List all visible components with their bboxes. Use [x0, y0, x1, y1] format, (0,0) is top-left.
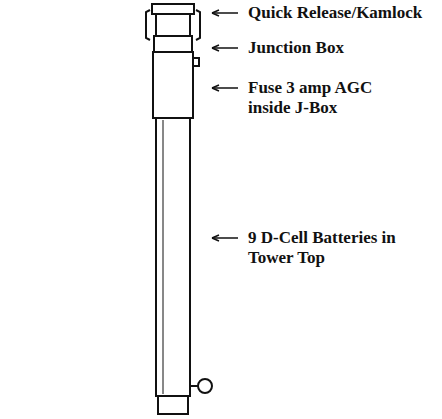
cam-lever-left [146, 10, 150, 40]
coupling-cap [152, 4, 194, 14]
part-label: Junction Box [248, 38, 344, 58]
clamp-knob [198, 379, 212, 393]
part-label: 9 D-Cell Batteries in Tower Top [248, 228, 408, 268]
coupling-collar [154, 36, 192, 52]
coupling-body [156, 14, 190, 36]
tower-foot [158, 396, 188, 414]
part-label: Fuse 3 amp AGC inside J-Box [248, 78, 398, 118]
part-label: Quick Release/Kamlock [248, 3, 422, 23]
tower-tube [156, 118, 190, 396]
junction-box-screw [193, 58, 199, 66]
leader-arrows [212, 10, 238, 241]
junction-box [153, 52, 193, 118]
cam-lever-right [196, 10, 200, 40]
